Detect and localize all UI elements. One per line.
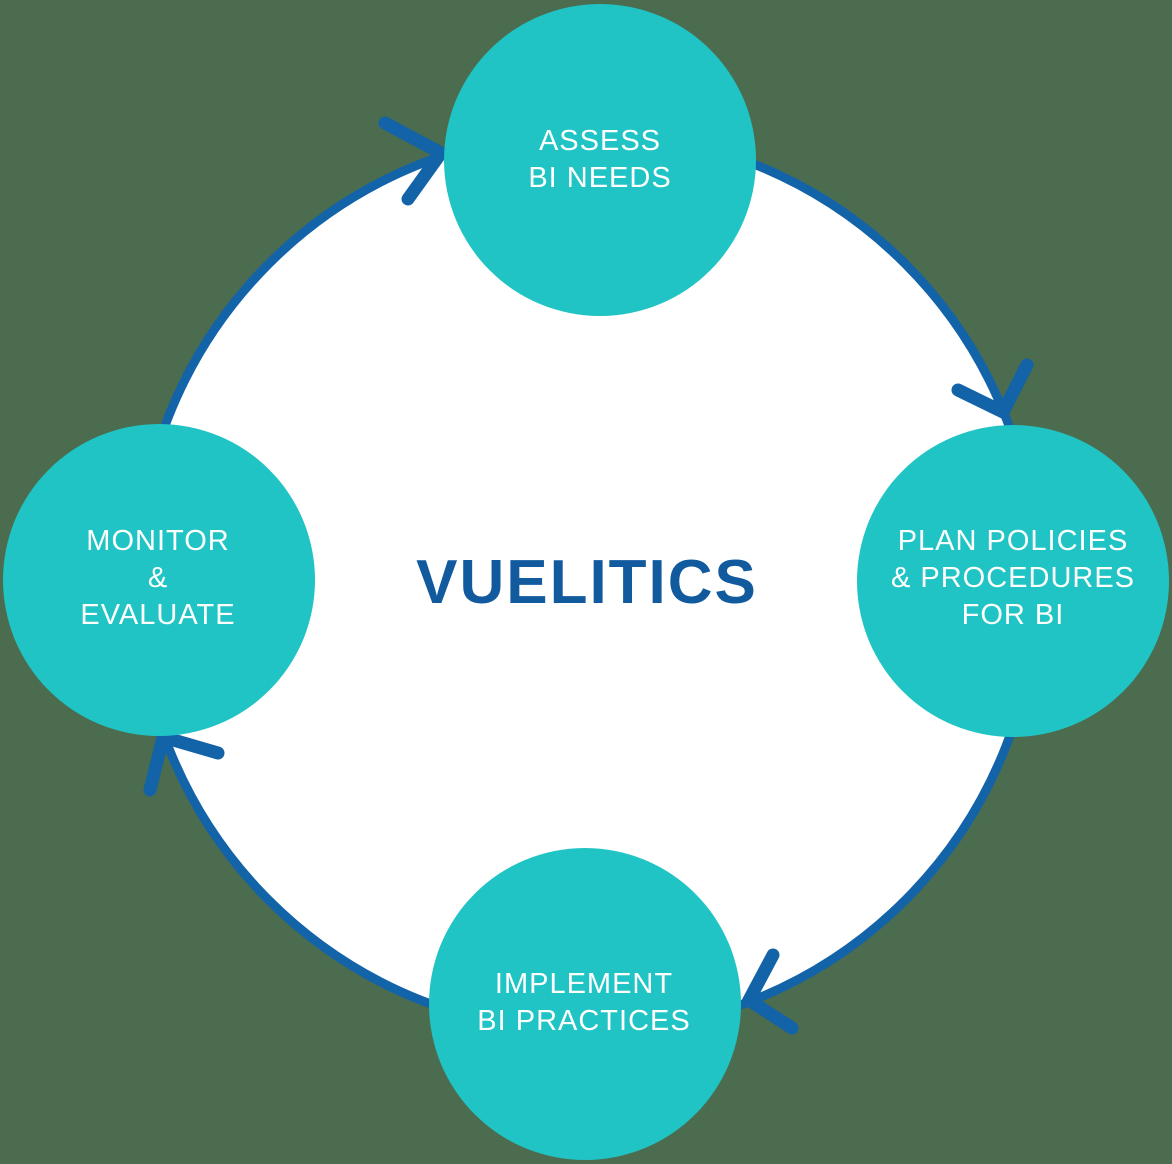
node-circle-assess-bi-needs xyxy=(444,4,756,316)
node-label-line: BI NEEDS xyxy=(528,162,671,194)
arrow-bottom-left-icon xyxy=(143,728,225,797)
node-label-assess-bi-needs: ASSESS BI NEEDS xyxy=(528,125,671,194)
node-label-line: EVALUATE xyxy=(80,599,235,631)
arrow-top-right-icon xyxy=(951,358,1034,421)
arrow-bottom-right-icon xyxy=(740,948,799,1035)
node-label-line: MONITOR xyxy=(86,525,229,557)
node-label-line: IMPLEMENT xyxy=(495,968,673,1000)
node-circle-plan-policies xyxy=(857,425,1169,737)
node-label-line: & PROCEDURES xyxy=(891,562,1135,594)
node-circle-implement-bi-practices xyxy=(429,848,741,1160)
node-circle-monitor-evaluate xyxy=(3,424,315,736)
node-label-line: & xyxy=(148,562,168,594)
arrow-top-left-icon xyxy=(378,116,451,206)
node-label-line: PLAN POLICIES xyxy=(898,525,1129,557)
node-label-monitor-evaluate: MONITOR & EVALUATE xyxy=(80,525,235,631)
node-label-plan-policies: PLAN POLICIES & PROCEDURES FOR BI xyxy=(891,525,1135,631)
node-label-line: FOR BI xyxy=(962,599,1065,631)
center-brand-label: VUELITICS xyxy=(416,548,758,617)
node-label-line: ASSESS xyxy=(539,125,661,157)
node-label-implement-bi-practices: IMPLEMENT BI PRACTICES xyxy=(477,968,690,1037)
clockwise-arrows xyxy=(143,116,1034,1035)
node-label-line: BI PRACTICES xyxy=(477,1005,690,1037)
